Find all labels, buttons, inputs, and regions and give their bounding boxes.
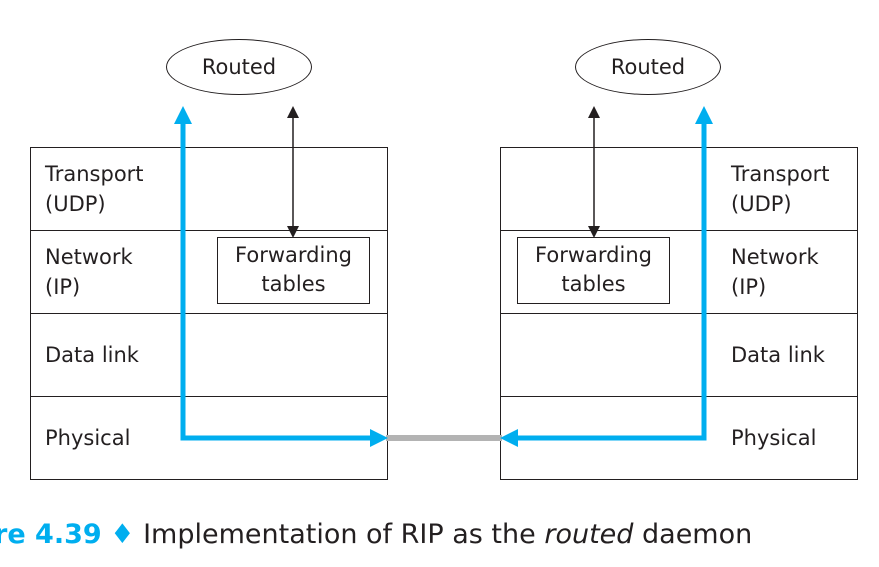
left-protocol-stack: Transport (UDP) Network (IP) Data link P…: [30, 147, 388, 480]
left-network-layer: Network (IP): [31, 231, 387, 314]
left-routed-daemon: Routed: [166, 39, 312, 95]
right-transport-label: Transport (UDP): [731, 162, 830, 216]
left-datalink-label: Data link: [45, 343, 139, 367]
left-physical-layer: Physical: [31, 397, 387, 481]
figure-caption: re 4.39 ♦ Implementation of RIP as the r…: [0, 519, 752, 550]
right-datalink-layer: Data link: [501, 314, 857, 397]
right-physical-layer: Physical: [501, 397, 857, 481]
caption-separator: ♦: [110, 519, 135, 550]
right-datalink-label: Data link: [731, 343, 825, 367]
left-transport-layer: Transport (UDP): [31, 148, 387, 231]
left-transport-label: Transport (UDP): [45, 162, 144, 216]
left-message-path: [180, 122, 372, 441]
left-forwarding-tables: Forwarding tables: [217, 237, 370, 304]
right-network-label: Network (IP): [731, 245, 819, 299]
caption-text-before: Implementation of RIP as the: [143, 519, 536, 550]
left-network-label: Network (IP): [45, 245, 133, 299]
caption-text-after: daemon: [642, 519, 753, 550]
left-path-arrowhead-right: [370, 429, 388, 447]
right-transport-layer: Transport (UDP): [501, 148, 857, 231]
right-path-arrowhead-left: [500, 429, 518, 447]
figure-number: re 4.39: [0, 519, 102, 550]
left-physical-label: Physical: [45, 426, 131, 450]
right-network-layer: Network (IP): [501, 231, 857, 314]
caption-text-italic: routed: [544, 519, 634, 550]
right-path-arrowhead-up: [695, 106, 713, 124]
left-path-arrowhead-up: [174, 106, 192, 124]
right-message-path: [516, 122, 707, 441]
right-physical-label: Physical: [731, 426, 817, 450]
right-routed-daemon: Routed: [575, 39, 721, 95]
right-protocol-stack: Transport (UDP) Network (IP) Data link P…: [500, 147, 858, 480]
left-datalink-layer: Data link: [31, 314, 387, 397]
